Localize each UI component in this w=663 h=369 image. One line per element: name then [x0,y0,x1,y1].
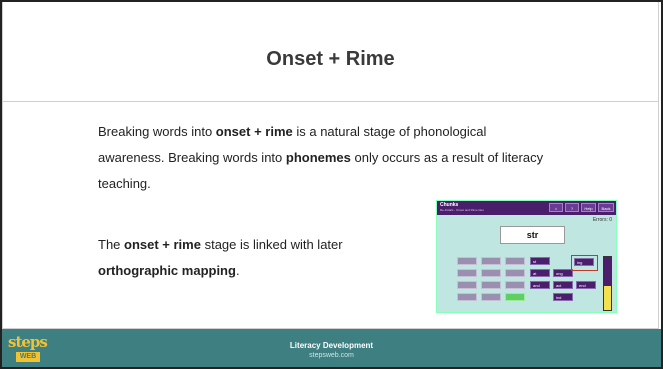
rime-tile[interactable]: ing [574,258,594,266]
slide-title: Onset + Rime [266,48,395,70]
letter-key[interactable] [457,281,477,289]
para-text: stage is linked with later [200,237,343,252]
errors-counter: Errors: 0 [592,217,612,223]
footer-title: Literacy Development [289,341,374,350]
progress-meter-fill [604,286,611,310]
home-icon[interactable]: ⌂ [549,203,563,212]
letter-key[interactable] [457,257,477,265]
letter-key[interactable] [481,269,501,277]
rime-tile[interactable]: act [553,281,573,289]
letter-key[interactable] [481,293,501,301]
app-screenshot: Chunks Re-Initials - Onset and Rime tile… [436,200,617,313]
green-key[interactable] [505,293,525,301]
rime-tile[interactable]: end [576,281,596,289]
letter-key[interactable] [505,281,525,289]
stepsweb-logo: steps WEB [8,333,48,363]
letter-key[interactable] [481,257,501,265]
para-text: Breaking words into [98,124,216,139]
para-text: The [98,237,125,252]
para-bold: phonemes [285,150,351,165]
help-button[interactable]: Help [581,203,596,212]
para-text: only occurs as a result of literacy teac… [98,150,544,191]
letter-key[interactable] [457,269,477,277]
para-text: is a natural stage of phonological aware… [98,124,487,165]
letter-key[interactable] [481,281,501,289]
logo-web-badge: WEB [16,352,40,362]
title-area: Onset + Rime [2,2,659,102]
footer-website: stepsweb.com [309,352,354,359]
selected-tile-outline [571,255,598,271]
progress-meter [603,256,612,311]
app-subtitle: Re-Initials - Onset and Rime tiles [440,208,484,212]
letter-key[interactable] [505,257,525,265]
logo-text: steps [8,333,48,351]
help-question-button[interactable]: ? [565,203,579,212]
word-display: str [500,226,565,244]
rime-tile[interactable]: ind [553,293,573,301]
intro-paragraph: Breaking words into onset + rime is a na… [98,119,553,197]
para-bold: onset + rime [215,124,293,139]
letter-key[interactable] [505,269,525,277]
rime-tile[interactable]: and [530,281,550,289]
para-bold: orthographic mapping [98,263,236,278]
app-title-bar: Chunks Re-Initials - Onset and Rime tile… [437,201,616,215]
rime-tile[interactable]: ong [553,269,573,277]
letter-key[interactable] [457,293,477,301]
link-paragraph: The onset + rime stage is linked with la… [98,232,418,284]
rime-tile[interactable]: st [530,257,550,265]
app-name: Chunks [440,202,459,208]
content-area [2,101,659,329]
para-text: . [235,263,240,278]
rime-tile[interactable]: at [530,269,550,277]
footer-bar: steps WEB Literacy Development stepsweb.… [2,329,661,367]
para-bold: onset + rime [124,237,201,252]
back-button[interactable]: Back [598,203,614,212]
